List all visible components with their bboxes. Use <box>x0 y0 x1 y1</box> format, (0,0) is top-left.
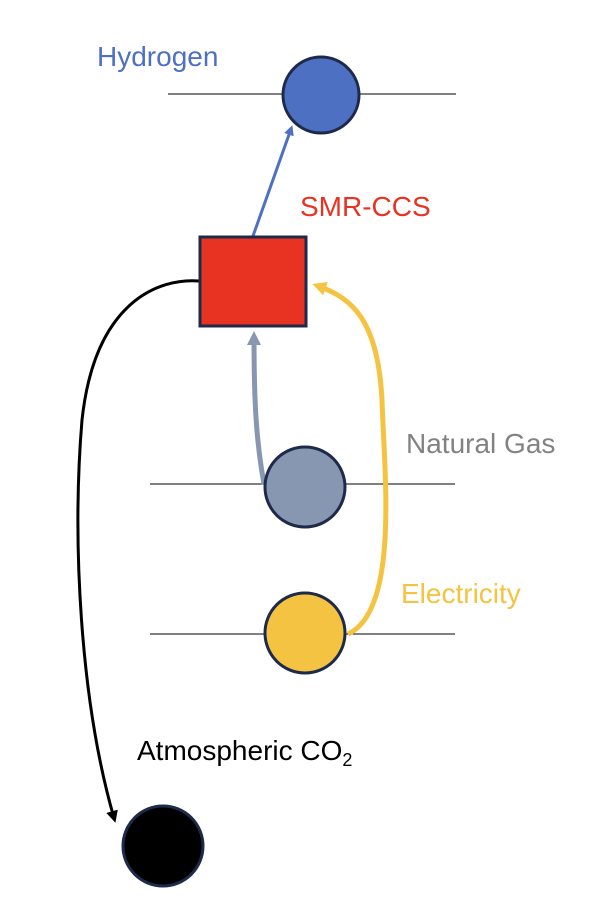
atmospheric-co2-label: Atmospheric CO2 <box>137 735 352 770</box>
atmospheric-co2-node <box>121 804 205 888</box>
natural-gas-label: Natural Gas <box>406 428 556 459</box>
electricity-to-smr-arrow <box>312 282 389 637</box>
smr-ccs-node <box>198 235 308 328</box>
electricity-node <box>263 591 347 675</box>
atmospheric-co2-label-main: Atmospheric CO <box>137 735 343 766</box>
smr-to-hydrogen-arrow <box>251 125 294 237</box>
atmospheric-co2-label-subscript: 2 <box>342 750 353 770</box>
natural-gas-node <box>263 445 347 529</box>
smr-ccs-label: SMR-CCS <box>300 191 431 222</box>
smr-to-co2-arrow <box>76 279 200 823</box>
electricity-label: Electricity <box>401 578 521 609</box>
natural-gas-to-smr-arrow <box>247 331 267 485</box>
hydrogen-node <box>281 55 361 135</box>
hydrogen-label: Hydrogen <box>97 41 219 72</box>
